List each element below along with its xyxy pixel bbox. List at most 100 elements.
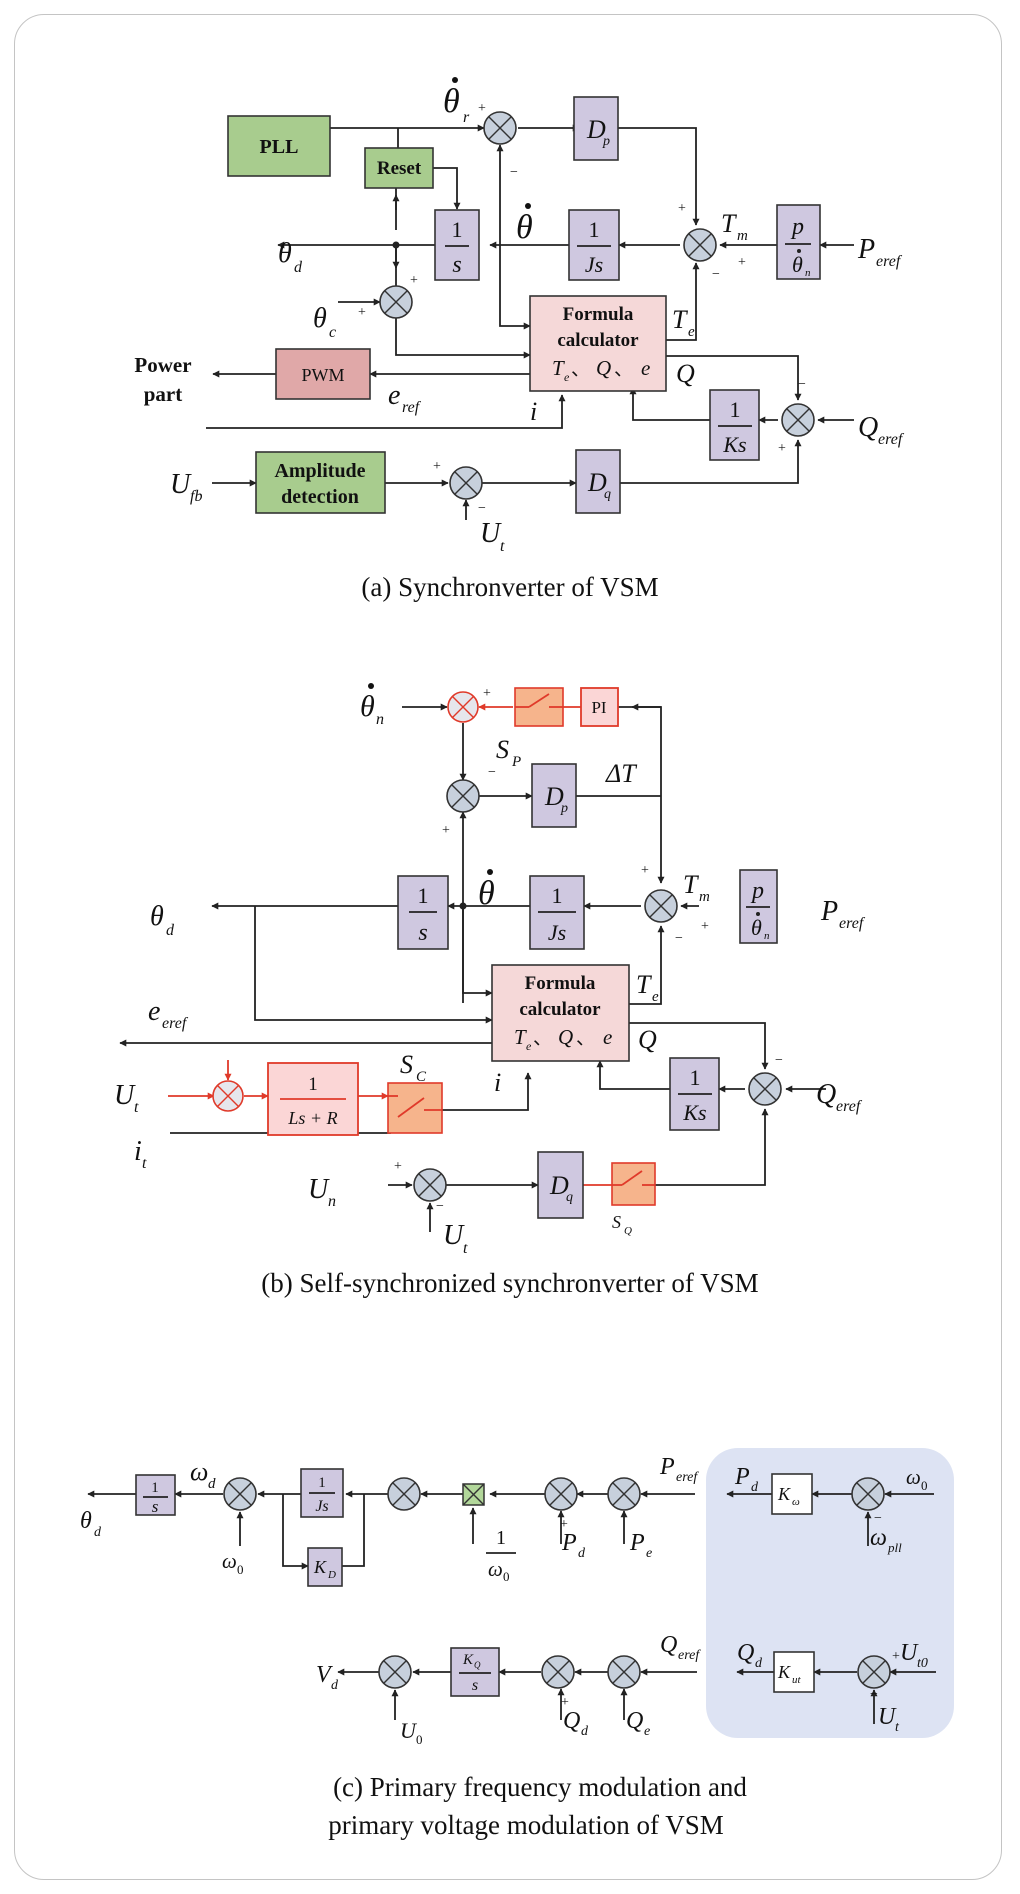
svg-text:ω: ω — [222, 1549, 237, 1573]
svg-text:eref: eref — [676, 1470, 699, 1485]
svg-text:D: D — [327, 1569, 336, 1581]
inertia-block-a — [568, 209, 620, 281]
junction-dot — [459, 902, 467, 910]
svg-text:1: 1 — [308, 1074, 318, 1095]
minus-sign: − — [874, 1511, 882, 1526]
svg-text:n: n — [805, 267, 811, 279]
svg-text:q: q — [566, 1190, 573, 1205]
svg-text:1: 1 — [151, 1480, 159, 1496]
switch-sq — [611, 1162, 656, 1206]
svg-text:θ: θ — [150, 901, 164, 932]
svg-text:ω: ω — [906, 1465, 921, 1489]
svg-text:θ: θ — [516, 209, 533, 246]
svg-text:i: i — [134, 1136, 142, 1167]
svg-text:1: 1 — [452, 217, 463, 242]
svg-text:m: m — [699, 889, 710, 905]
svg-text:d: d — [751, 1480, 759, 1495]
svg-text:ω: ω — [488, 1557, 503, 1581]
svg-text:Q: Q — [563, 1708, 580, 1734]
svg-text:d: d — [208, 1476, 216, 1492]
svg-text:t: t — [500, 538, 505, 555]
sum-junction — [449, 466, 483, 500]
svg-text:P: P — [561, 1530, 577, 1556]
svg-text:T: T — [672, 305, 688, 334]
sum-junction — [607, 1655, 641, 1689]
svg-text:eref: eref — [162, 1015, 189, 1032]
svg-text:t: t — [142, 1155, 147, 1172]
svg-text:d: d — [331, 1678, 339, 1693]
panel-a-wires — [206, 124, 854, 520]
svg-text:S: S — [496, 735, 509, 764]
sum-junction-red — [447, 691, 479, 723]
svg-text:s: s — [418, 920, 427, 946]
svg-text:q: q — [604, 487, 611, 502]
svg-text:ω: ω — [190, 1457, 208, 1486]
svg-text:n: n — [328, 1193, 336, 1210]
sum-junction — [857, 1655, 891, 1689]
svg-text:、: 、 — [614, 359, 633, 380]
kd-block — [307, 1547, 343, 1587]
svg-text:Ks: Ks — [682, 1100, 706, 1125]
plus-sign: + — [561, 1695, 569, 1710]
pi-block — [580, 687, 619, 727]
i-label-b: i — [494, 1068, 501, 1097]
svg-text:Js: Js — [548, 920, 566, 945]
svg-text:m: m — [737, 228, 748, 244]
svg-text:D: D — [586, 115, 606, 144]
svg-text:U: U — [114, 1080, 136, 1111]
highlight-box — [706, 1448, 954, 1738]
svg-text:n: n — [764, 930, 770, 942]
caption-c-line2: primary voltage modulation of VSM — [328, 1810, 723, 1840]
dq-block-b — [537, 1151, 584, 1219]
minus-sign: − — [510, 165, 518, 180]
svg-text:eref: eref — [678, 1648, 701, 1663]
kq-block — [450, 1647, 500, 1697]
pwm-label: PWM — [301, 365, 344, 385]
svg-text:ref: ref — [402, 399, 422, 416]
formula-calculator-block-a — [529, 295, 667, 392]
q-label-a: Q — [676, 359, 695, 388]
sum-junction — [379, 285, 413, 319]
minus-sign: − — [870, 1687, 878, 1702]
formula-calculator-block-b — [491, 964, 630, 1062]
plus-sign: + — [442, 823, 450, 838]
integrator-label-b: 1s — [409, 883, 437, 946]
svg-text:e: e — [148, 996, 160, 1027]
svg-text:θ: θ — [313, 303, 327, 334]
minus-sign: − — [798, 377, 806, 392]
svg-text:θ: θ — [792, 252, 803, 277]
svg-text:U: U — [878, 1704, 897, 1730]
svg-text:d: d — [294, 259, 303, 276]
svg-text:e: e — [646, 1546, 652, 1561]
svg-text:、: 、 — [533, 1028, 552, 1049]
svg-text:V: V — [316, 1662, 333, 1688]
kut-block — [773, 1651, 815, 1693]
dq-label-b: Dq — [549, 1171, 573, 1205]
svg-text:1: 1 — [552, 883, 563, 908]
svg-text:e: e — [652, 989, 659, 1005]
svg-text:P: P — [857, 234, 875, 265]
svg-text:U: U — [170, 469, 192, 500]
amplitude-label-l1: Amplitude — [274, 460, 365, 482]
svg-text:Js: Js — [315, 1498, 328, 1515]
sum-junction-red — [212, 1080, 244, 1112]
svg-text:1: 1 — [730, 397, 741, 422]
plus-sign: + — [433, 459, 441, 474]
dp-label-b: Dp — [544, 782, 568, 816]
svg-text:D: D — [549, 1171, 569, 1200]
